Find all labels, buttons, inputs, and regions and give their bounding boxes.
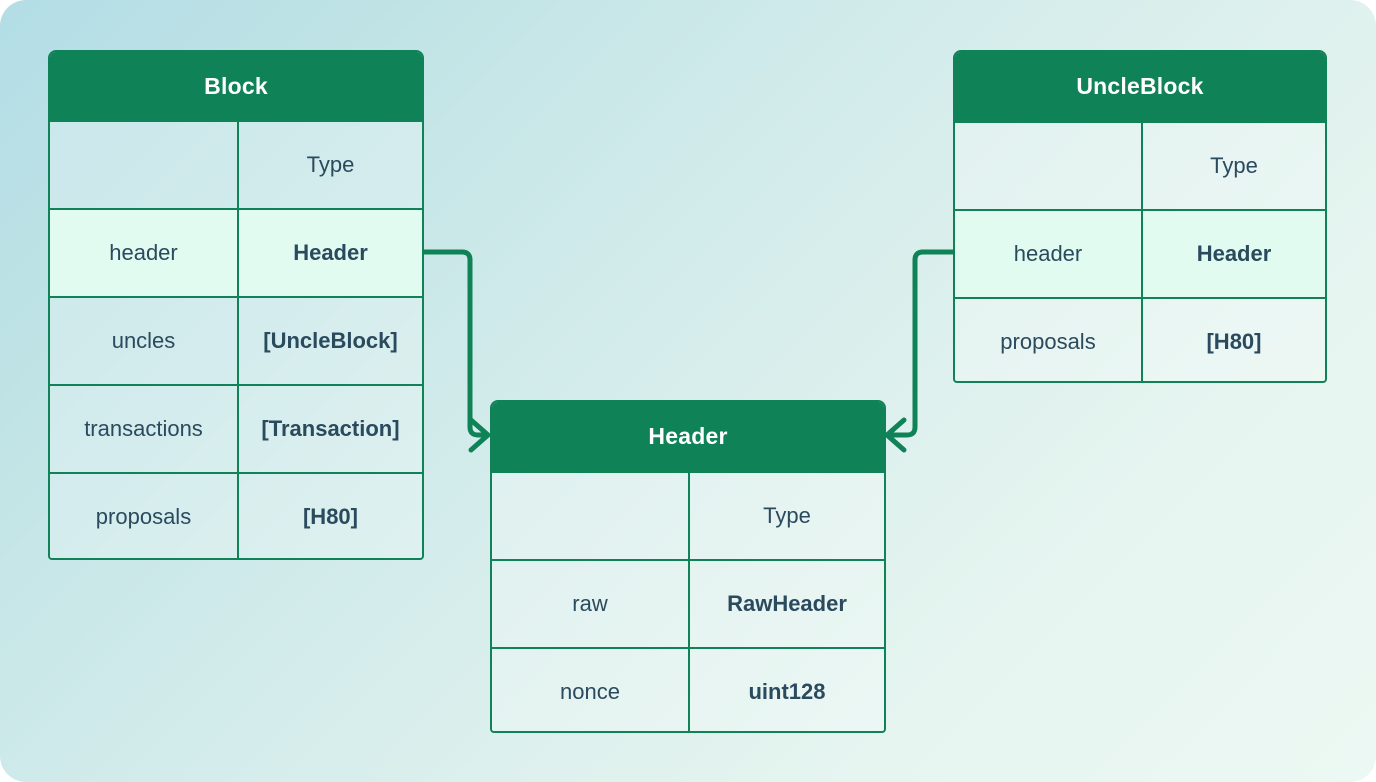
field-type: Type [237,122,422,208]
field-type: uint128 [688,649,884,731]
table-row[interactable]: proposals [H80] [955,297,1325,381]
table-row[interactable]: proposals [H80] [50,472,422,558]
table-row[interactable]: Type [955,121,1325,209]
field-type: Header [237,210,422,296]
field-type: [UncleBlock] [237,298,422,384]
field-name [955,123,1141,209]
field-name: proposals [1000,328,1096,354]
entity-uncleblock[interactable]: UncleBlock Type header Header proposals … [953,50,1327,383]
entity-block-title: Block [50,52,422,120]
field-type: Type [1141,123,1325,209]
field-type: RawHeader [688,561,884,647]
table-row[interactable]: uncles [UncleBlock] [50,296,422,384]
field-name [492,473,688,559]
field-name: raw [572,590,608,616]
field-name [50,122,237,208]
field-type: Header [1141,211,1325,297]
field-type: [H80] [237,474,422,558]
field-type: [H80] [1141,299,1325,381]
table-row[interactable]: transactions [Transaction] [50,384,422,472]
field-name: header [109,239,178,265]
entity-uncleblock-title: UncleBlock [955,52,1325,121]
entity-block[interactable]: Block Type header Header uncles [UncleBl… [48,50,424,560]
table-row[interactable]: Type [50,120,422,208]
table-row[interactable]: header Header [50,208,422,296]
field-name: nonce [560,678,620,704]
entity-header-title: Header [492,402,884,471]
table-row[interactable]: raw RawHeader [492,559,884,647]
field-type: [Transaction] [237,386,422,472]
field-name: proposals [95,503,192,529]
table-row[interactable]: nonce uint128 [492,647,884,731]
field-name: uncles [111,327,176,353]
entity-header[interactable]: Header Type raw RawHeader nonce uint128 [490,400,886,733]
connector-block-to-header [421,249,491,453]
field-type: Type [688,473,884,559]
field-name: transactions [84,415,203,441]
table-row[interactable]: Type [492,471,884,559]
table-row[interactable]: header Header [955,209,1325,297]
connector-uncleblock-to-header [884,249,956,453]
field-name: header [1013,240,1083,266]
